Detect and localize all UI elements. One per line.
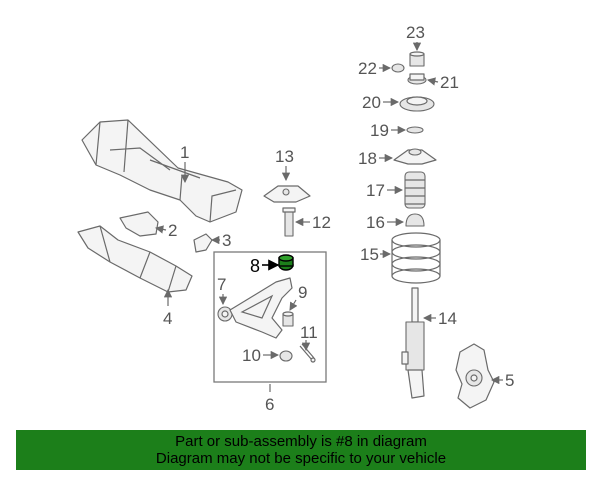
crossmember-part-1[interactable] [81, 119, 243, 223]
cotter-pin-part-11[interactable] [299, 343, 316, 363]
callout-6: 6 [265, 395, 274, 414]
nut-part-10[interactable] [279, 350, 293, 362]
callout-9: 9 [298, 283, 307, 302]
bracket-part-2[interactable] [119, 211, 159, 237]
bearing-part-19[interactable] [406, 126, 424, 134]
bolt-part-12[interactable] [282, 207, 296, 237]
callout-11: 11 [300, 323, 318, 342]
callout-2: 2 [168, 221, 177, 240]
callout-14: 14 [438, 309, 457, 328]
callout-20: 20 [362, 93, 381, 112]
callout-18: 18 [358, 149, 377, 168]
ball-joint-part-9[interactable] [282, 311, 294, 327]
info-banner: Part or sub-assembly is #8 in diagram Di… [16, 430, 586, 470]
callout-12: 12 [312, 213, 331, 232]
nut-part-23[interactable] [409, 51, 425, 67]
callout-1: 1 [180, 143, 189, 162]
callout-22: 22 [358, 59, 377, 78]
steering-knuckle-part-5[interactable] [455, 343, 495, 409]
callout-21: 21 [440, 73, 459, 92]
callout-17: 17 [366, 181, 385, 200]
callout-3: 3 [222, 231, 231, 250]
callout-19: 19 [370, 121, 389, 140]
dust-boot-part-17[interactable] [404, 171, 426, 209]
strut-part-14[interactable] [401, 287, 425, 399]
strut-mount-part-20[interactable] [399, 96, 435, 112]
control-arm-group-box [213, 251, 327, 383]
banner-line-2: Diagram may not be specific to your vehi… [155, 450, 447, 467]
spring-seat-part-18[interactable] [393, 148, 437, 165]
coil-spring-part-15[interactable] [391, 232, 441, 284]
stiffener-part-4[interactable] [77, 225, 193, 293]
callout-10: 10 [242, 346, 261, 365]
callout-13: 13 [275, 147, 294, 166]
bump-stop-part-16[interactable] [405, 213, 425, 227]
washer-part-22[interactable] [391, 63, 405, 73]
callout-8: 8 [250, 256, 260, 276]
callout-4: 4 [163, 309, 172, 328]
parts-diagram: 1 2 3 4 6 8 7 9 [77, 23, 514, 414]
callout-15: 15 [360, 245, 379, 264]
bushing-part-8[interactable] [278, 254, 294, 271]
bracket-part-3[interactable] [193, 233, 213, 253]
bushing-part-7[interactable] [217, 306, 233, 322]
nut-part-21[interactable] [407, 73, 427, 85]
callout-16: 16 [366, 213, 385, 232]
callout-7: 7 [217, 275, 226, 294]
callout-5: 5 [505, 371, 514, 390]
banner-line-1: Part or sub-assembly is #8 in diagram [175, 433, 427, 450]
callout-23: 23 [406, 23, 425, 42]
lower-control-arm[interactable] [229, 277, 293, 339]
mount-bracket-part-13[interactable] [263, 185, 311, 203]
